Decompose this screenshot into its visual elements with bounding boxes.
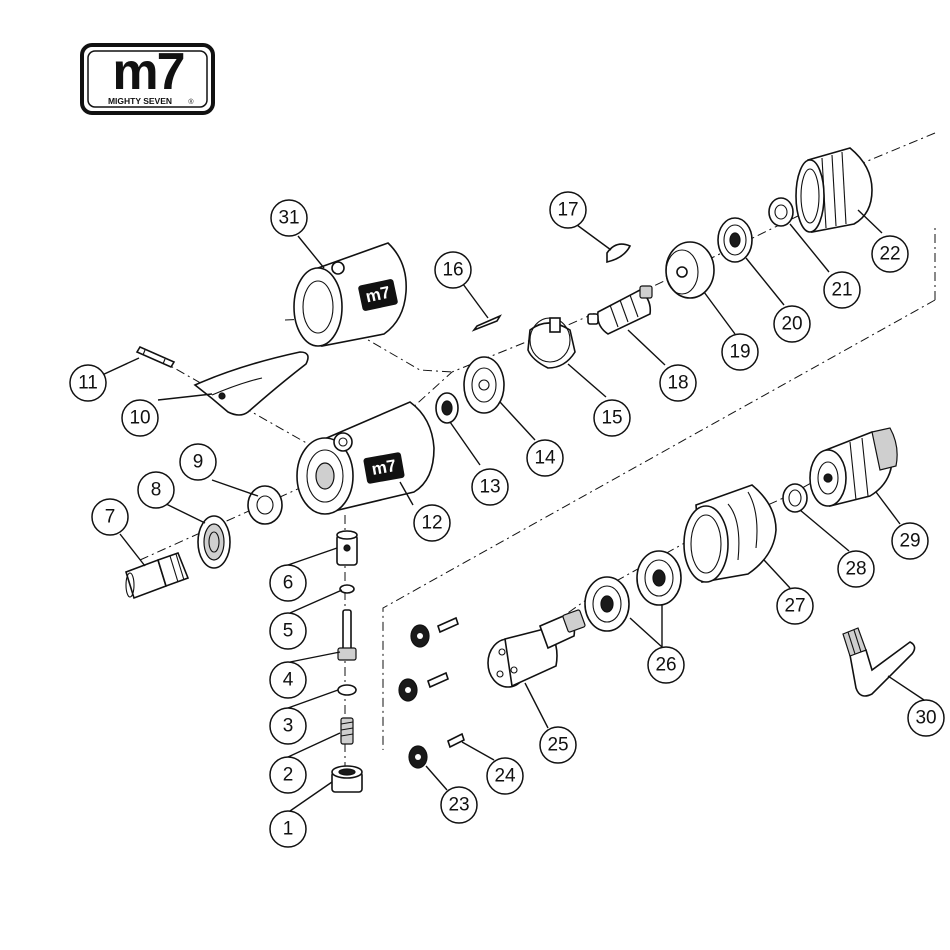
part-3-washer	[338, 685, 356, 695]
svg-text:10: 10	[129, 408, 150, 429]
m7-logo: m7 MIGHTY SEVEN ®	[82, 43, 213, 113]
svg-text:3: 3	[283, 716, 294, 737]
part-22-rear-cap	[796, 148, 872, 232]
svg-text:25: 25	[547, 735, 568, 756]
callout-11: 11	[70, 365, 106, 401]
svg-text:11: 11	[78, 373, 98, 394]
svg-text:15: 15	[601, 408, 622, 429]
svg-text:21: 21	[831, 280, 852, 301]
callout-12: 12	[414, 505, 450, 541]
svg-text:8: 8	[151, 480, 162, 501]
leader-lines	[100, 210, 924, 811]
part-28-washer	[783, 484, 807, 512]
part-6-bushing	[337, 531, 357, 565]
svg-text:14: 14	[534, 448, 556, 469]
part-18-rotor	[588, 286, 652, 334]
svg-text:16: 16	[442, 260, 463, 281]
part-24-gear-pins	[428, 618, 464, 747]
part-15-cylinder	[528, 318, 575, 368]
part-26-bearings	[585, 551, 681, 631]
svg-text:28: 28	[845, 559, 866, 580]
svg-text:13: 13	[479, 477, 500, 498]
part-8-screen	[198, 516, 230, 568]
svg-text:30: 30	[915, 708, 936, 729]
callout-9: 9	[180, 444, 216, 480]
callout-5: 5	[270, 613, 306, 649]
part-29-chuck	[810, 428, 897, 506]
callout-2: 2	[270, 757, 306, 793]
svg-text:19: 19	[729, 342, 750, 363]
logo-registered: ®	[188, 98, 194, 106]
callout-22: 22	[872, 236, 908, 272]
callout-6: 6	[270, 565, 306, 601]
svg-text:29: 29	[899, 531, 920, 552]
part-16-roll-pin	[474, 316, 500, 330]
part-27-nose-housing	[684, 485, 776, 582]
callout-10: 10	[122, 400, 158, 436]
callout-13: 13	[472, 469, 508, 505]
svg-text:18: 18	[667, 373, 688, 394]
part-17-key	[607, 244, 630, 262]
part-11-pin	[137, 347, 174, 367]
part-1-plug	[332, 766, 362, 792]
part-4-valve-stem	[338, 610, 356, 660]
callout-26: 26	[648, 647, 684, 683]
part-19-rear-plate	[666, 242, 714, 298]
part-12-housing: m7	[297, 402, 434, 514]
svg-text:4: 4	[283, 670, 294, 691]
svg-text:23: 23	[448, 795, 469, 816]
callout-29: 29	[892, 523, 928, 559]
part-7-inlet	[126, 553, 188, 598]
callout-23: 23	[441, 787, 477, 823]
part-31-sleeve: m7	[294, 243, 406, 346]
callout-3: 3	[270, 708, 306, 744]
callout-19: 19	[722, 334, 758, 370]
part-5-oring	[340, 585, 354, 593]
part-9-gasket	[248, 486, 282, 524]
svg-text:17: 17	[557, 200, 578, 221]
callout-27: 27	[777, 588, 813, 624]
callout-28: 28	[838, 551, 874, 587]
svg-text:12: 12	[421, 513, 442, 534]
svg-text:1: 1	[283, 819, 294, 840]
svg-text:5: 5	[283, 621, 294, 642]
svg-text:22: 22	[879, 244, 900, 265]
part-20-bearing	[718, 218, 752, 262]
callout-4: 4	[270, 662, 306, 698]
callout-21: 21	[824, 272, 860, 308]
svg-text:20: 20	[781, 314, 802, 335]
callout-30: 30	[908, 700, 944, 736]
callout-8: 8	[138, 472, 174, 508]
svg-text:24: 24	[494, 766, 516, 787]
logo-brand: MIGHTY SEVEN	[108, 96, 172, 106]
svg-text:6: 6	[283, 573, 294, 594]
callout-18: 18	[660, 365, 696, 401]
svg-text:27: 27	[784, 596, 805, 617]
callout-15: 15	[594, 400, 630, 436]
part-25-spindle	[488, 609, 586, 687]
part-14-end-plate	[464, 357, 504, 413]
callout-25: 25	[540, 727, 576, 763]
part-21-washer	[769, 198, 793, 226]
callout-1: 1	[270, 811, 306, 847]
callout-14: 14	[527, 440, 563, 476]
part-13-bearing	[436, 393, 458, 423]
part-23-planet-gears	[399, 625, 429, 768]
callout-17: 17	[550, 192, 586, 228]
callout-20: 20	[774, 306, 810, 342]
logo-mark: m7	[112, 43, 183, 101]
part-2-spring	[341, 718, 353, 744]
svg-text:31: 31	[278, 208, 299, 229]
svg-text:7: 7	[105, 507, 116, 528]
callout-16: 16	[435, 252, 471, 288]
callout-7: 7	[92, 499, 128, 535]
svg-text:2: 2	[283, 765, 294, 786]
svg-text:26: 26	[655, 655, 676, 676]
part-10-lever	[195, 352, 308, 415]
svg-text:9: 9	[193, 452, 204, 473]
callout-31: 31	[271, 200, 307, 236]
callout-24: 24	[487, 758, 523, 794]
